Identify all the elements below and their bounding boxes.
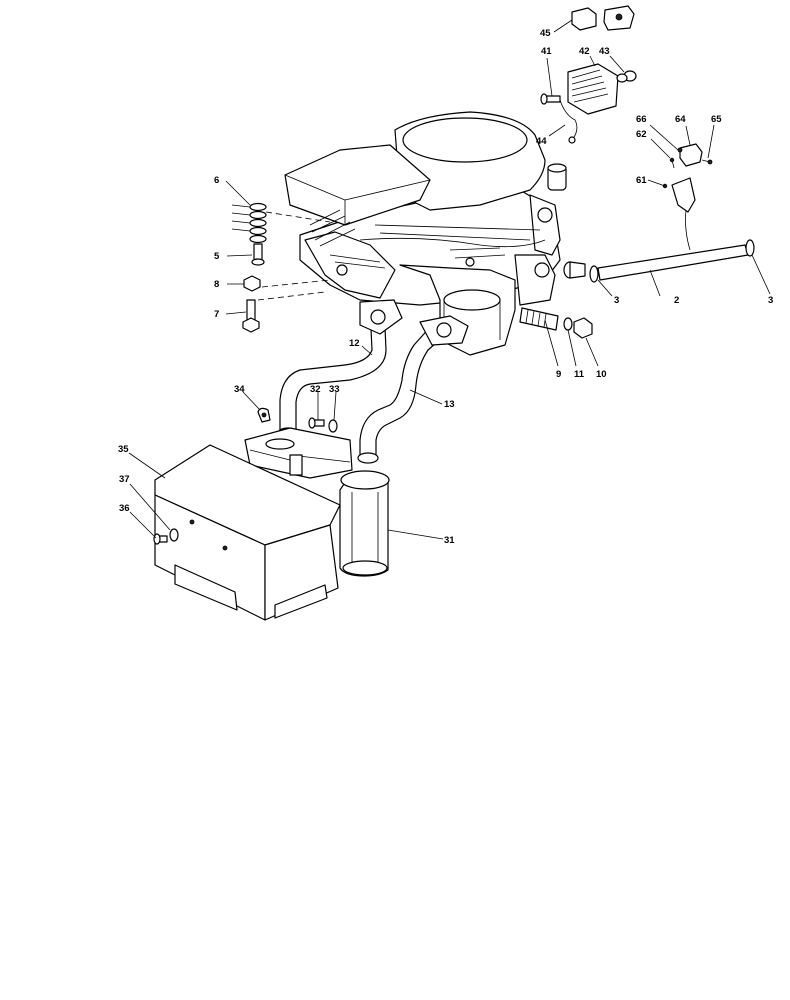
switch-64 xyxy=(679,143,703,167)
nut-8 xyxy=(243,275,261,292)
clamp-3-right xyxy=(745,239,755,257)
callout-7: 7 xyxy=(214,309,219,320)
callout-labels: 45 41 42 43 44 66 64 65 62 61 6 5 8 7 3 … xyxy=(118,28,773,546)
callout-32: 32 xyxy=(310,384,321,395)
washer-11 xyxy=(563,317,573,331)
callout-6: 6 xyxy=(214,175,219,186)
washer-33 xyxy=(328,419,338,433)
screw-32 xyxy=(308,417,325,429)
bolt-7 xyxy=(242,299,260,333)
callout-42: 42 xyxy=(579,46,590,57)
callout-3-right: 3 xyxy=(768,295,773,306)
nipple-9 xyxy=(519,307,559,331)
clamp-34 xyxy=(257,407,271,423)
bracket-61 xyxy=(662,177,696,251)
fitting-left xyxy=(563,261,586,279)
bolt-41 xyxy=(540,93,561,105)
callout-62: 62 xyxy=(636,129,647,140)
callout-61: 61 xyxy=(636,175,647,186)
callout-31: 31 xyxy=(444,535,455,546)
callout-64: 64 xyxy=(675,114,686,125)
fuel-hose-2 xyxy=(597,244,749,281)
callout-11: 11 xyxy=(574,369,585,380)
callout-44: 44 xyxy=(536,136,547,147)
callout-10: 10 xyxy=(596,369,607,380)
callout-12: 12 xyxy=(349,338,360,349)
clamp-3-left xyxy=(589,265,599,283)
screw-66 xyxy=(677,147,683,153)
cap-nut-10 xyxy=(573,317,593,339)
washer-37 xyxy=(169,528,179,542)
callout-37: 37 xyxy=(119,474,130,485)
callout-35: 35 xyxy=(118,444,129,455)
heat-shield-cover xyxy=(154,444,341,621)
callout-8: 8 xyxy=(214,279,219,290)
callout-45: 45 xyxy=(540,28,551,39)
engine xyxy=(284,111,567,356)
callout-65: 65 xyxy=(711,114,722,125)
screw-43 xyxy=(616,70,637,83)
screw-62 xyxy=(669,157,675,169)
leader-lines xyxy=(128,19,771,540)
muffler xyxy=(339,470,390,577)
callout-66: 66 xyxy=(636,114,647,125)
bolt-5 xyxy=(251,243,265,266)
callout-13: 13 xyxy=(444,399,455,410)
callout-5: 5 xyxy=(214,251,220,262)
screw-65 xyxy=(701,159,713,165)
callout-33: 33 xyxy=(329,384,340,395)
callout-34: 34 xyxy=(234,384,245,395)
relay-45 xyxy=(571,5,635,31)
exhaust-pipe-13 xyxy=(357,315,469,464)
callout-36: 36 xyxy=(119,503,130,514)
regulator-42 xyxy=(567,63,619,115)
washer-stack-6 xyxy=(231,202,267,244)
callout-2: 2 xyxy=(674,295,679,306)
callout-41: 41 xyxy=(541,46,552,57)
callout-3-left: 3 xyxy=(614,295,619,306)
callout-9: 9 xyxy=(556,369,561,380)
wire-44 xyxy=(559,99,578,144)
callout-43: 43 xyxy=(599,46,610,57)
screw-36 xyxy=(153,533,168,545)
